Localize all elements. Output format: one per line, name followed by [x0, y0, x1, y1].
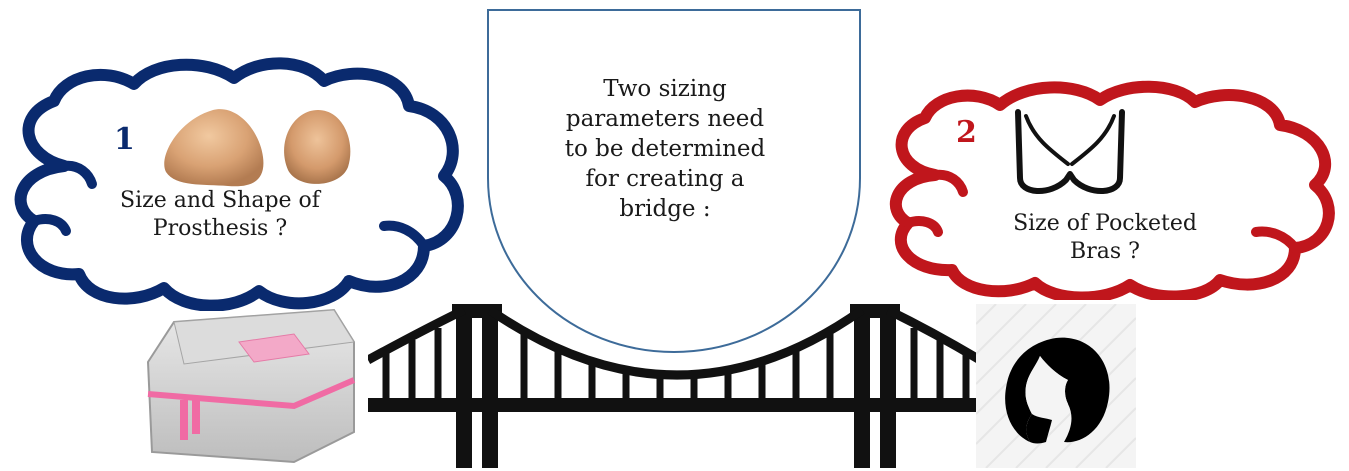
- left-cloud-text: Size and Shape of Prosthesis ?: [90, 187, 350, 243]
- breast-prosthesis-icon: [158, 102, 358, 192]
- left-cloud-number: 1: [114, 122, 135, 157]
- center-line-1: Two sizing: [540, 74, 790, 104]
- center-line-2: parameters need: [540, 104, 790, 134]
- right-cloud-line1: Size of Pocketed: [1000, 210, 1210, 238]
- center-shield-text: Two sizing parameters need to be determi…: [540, 74, 790, 224]
- storage-case-icon: [144, 302, 356, 468]
- right-cloud-number: 2: [956, 115, 977, 150]
- center-line-3: to be determined: [540, 134, 790, 164]
- woman-profile-icon: [976, 304, 1136, 468]
- suspension-bridge-icon: [368, 290, 980, 468]
- bra-outline-icon: [1010, 108, 1130, 200]
- center-line-4: for creating a: [540, 164, 790, 194]
- left-cloud-line1: Size and Shape of: [90, 187, 350, 215]
- center-line-5: bridge :: [540, 194, 790, 224]
- left-cloud-line2: Prosthesis ?: [90, 215, 350, 243]
- right-cloud-line2: Bras ?: [1000, 238, 1210, 266]
- right-cloud-text: Size of Pocketed Bras ?: [1000, 210, 1210, 266]
